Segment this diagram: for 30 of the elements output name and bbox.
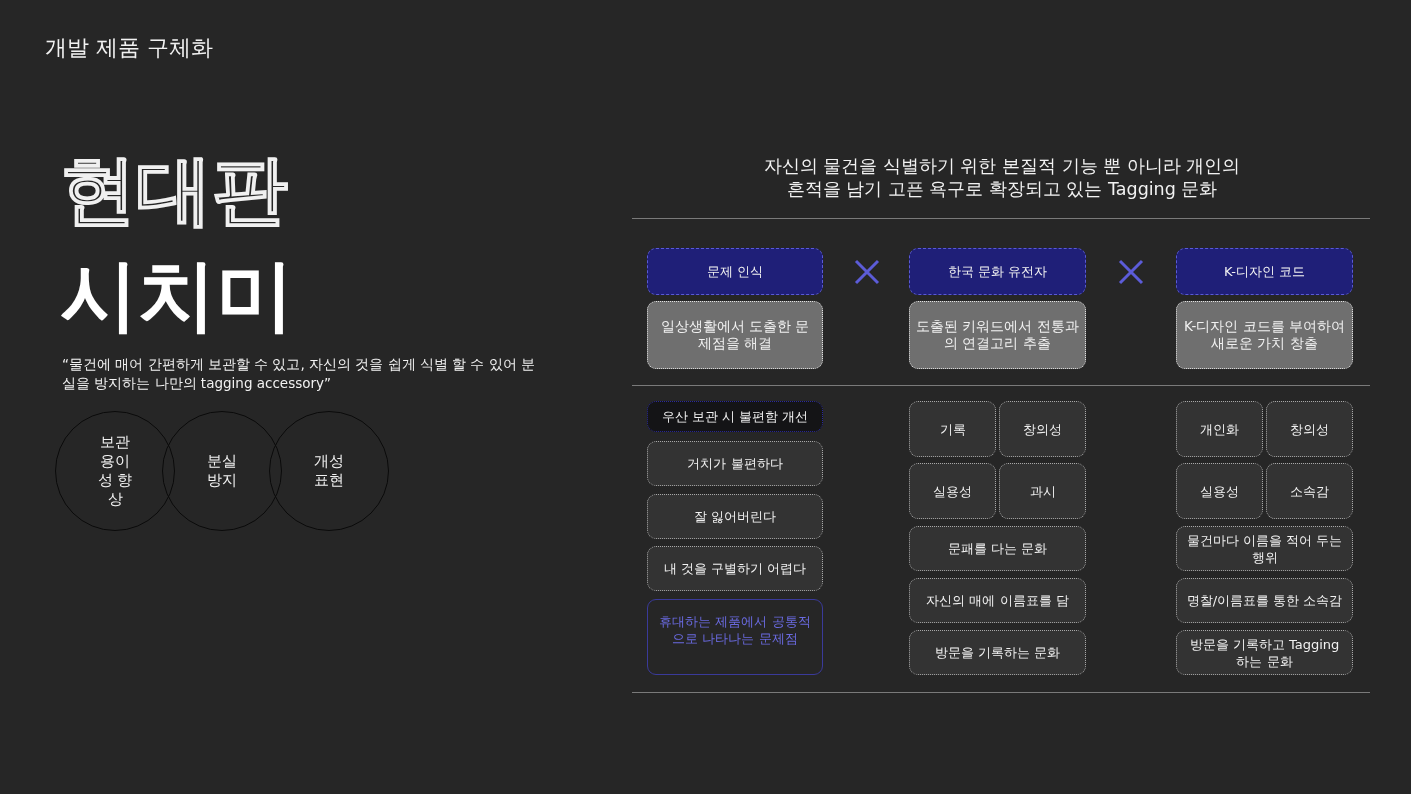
item-box: 내 것을 구별하기 어렵다 (647, 546, 823, 591)
category-box: 한국 문화 유전자 (909, 248, 1086, 295)
header-text: 자신의 물건을 식별하기 위한 본질적 기능 뿐 아니라 개인의 흔적을 남기 고픈 욕구로 확장되고 있는 Tagging 문화 (762, 155, 1242, 201)
summary-box: 휴대하는 제품에서 공통적으로 나타나는 문제점 (647, 599, 823, 675)
item-box: 방문을 기록하고 Tagging 하는 문화 (1176, 630, 1353, 675)
quote-text: “물건에 매어 간편하게 보관할 수 있고, 자신의 것을 쉽게 식별 할 수 있어 분실을 방지하는 나만의 tagging accessory” (62, 355, 537, 393)
item-box: 명찰/이름표를 통한 소속감 (1176, 578, 1353, 623)
keyword-box: 창의성 (999, 401, 1086, 457)
category-box: 문제 인식 (647, 248, 823, 295)
description-box: K-디자인 코드를 부여하여 새로운 가치 창출 (1176, 301, 1353, 369)
page-title: 개발 제품 구체화 (45, 34, 213, 62)
keyword-box: 과시 (999, 463, 1086, 519)
keyword-box: 기록 (909, 401, 996, 457)
keyword-box: 실용성 (1176, 463, 1263, 519)
item-box: 자신의 매에 이름표를 담 (909, 578, 1086, 623)
item-box: 거치가 불편하다 (647, 441, 823, 486)
keyword-box: 개인화 (1176, 401, 1263, 457)
item-box: 방문을 기록하는 문화 (909, 630, 1086, 675)
item-box: 문패를 다는 문화 (909, 526, 1086, 571)
keyword-box: 소속감 (1266, 463, 1353, 519)
heading-box: 우산 보관 시 불편함 개선 (647, 401, 823, 432)
category-box: K-디자인 코드 (1176, 248, 1353, 295)
keyword-box: 실용성 (909, 463, 996, 519)
keyword-box: 창의성 (1266, 401, 1353, 457)
main-title: 시치미 (60, 249, 294, 342)
description-box: 도출된 키워드에서 전통과의 연결고리 추출 (909, 301, 1086, 369)
description-box: 일상생활에서 도출한 문제점을 해결 (647, 301, 823, 369)
item-box: 잘 잃어버린다 (647, 494, 823, 539)
item-box: 물건마다 이름을 적어 두는 행위 (1176, 526, 1353, 571)
outline-title: 현대판 (60, 144, 288, 236)
